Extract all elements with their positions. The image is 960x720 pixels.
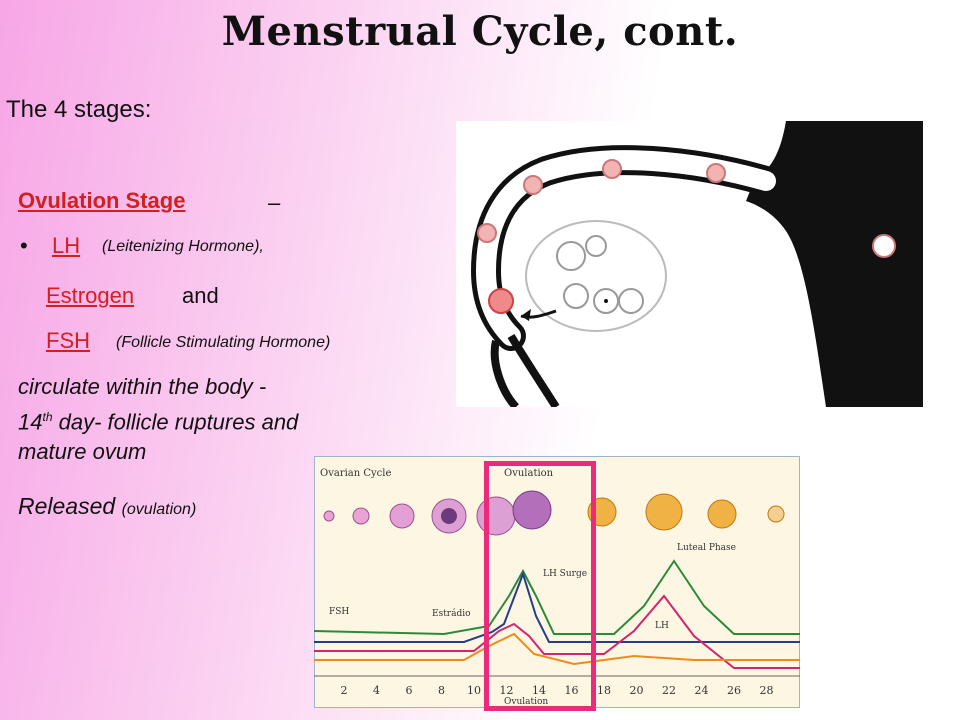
- slide-title: Menstrual Cycle, cont.: [221, 8, 739, 55]
- description-line-1: circulate within the body -: [18, 374, 267, 399]
- day-number: 14: [18, 409, 43, 435]
- chart-ovarian-cycle-label: Ovarian Cycle: [320, 468, 391, 479]
- day-label: 24: [695, 684, 709, 697]
- day-label: 18: [597, 684, 611, 697]
- day-label: 2: [341, 684, 348, 697]
- day-label: 16: [565, 684, 579, 697]
- hormone-fsh: FSH: [46, 328, 90, 353]
- released-line: Released (ovulation): [18, 493, 196, 520]
- ovulation-stage-heading: Ovulation Stage: [18, 188, 186, 213]
- hormone-fsh-description: (Follicle Stimulating Hormone): [116, 334, 331, 351]
- stages-heading: The 4 stages:: [6, 96, 152, 123]
- chart-ovulation-label: Ovulation: [504, 468, 554, 479]
- description-line-2: 14th day- follicle ruptures and: [18, 402, 438, 437]
- released-note: (ovulation): [121, 501, 197, 518]
- chart-estradiol-label: Estrádio: [432, 608, 471, 619]
- chart-ovulation-bottom-label: Ovulation: [504, 697, 548, 707]
- ovarian-cycle-chart: Ovarian Cycle Ovulation LH Surge Luteal …: [314, 456, 800, 708]
- day-label: 8: [438, 684, 445, 697]
- hormone-lh-description: (Leitenizing Hormone),: [102, 238, 264, 255]
- chart-luteal-phase-label: Luteal Phase: [677, 543, 736, 553]
- hormone-lh: LH: [52, 233, 81, 258]
- and-text: and: [182, 283, 219, 308]
- hormone-estrogen: Estrogen: [46, 283, 135, 308]
- day-label: 22: [662, 684, 676, 697]
- day-label: 12: [500, 684, 514, 697]
- day-suffix: th: [42, 410, 53, 424]
- description-line-3: mature ovum: [18, 439, 147, 465]
- day-label: 20: [630, 684, 644, 697]
- chart-lh-label: LH: [655, 621, 669, 631]
- bullet-dot: •: [20, 233, 28, 258]
- day-label: 4: [373, 684, 380, 697]
- chart-fsh-label: FSH: [329, 607, 349, 617]
- day-label: 26: [727, 684, 741, 697]
- day-label: 14: [532, 684, 546, 697]
- heading-dash: –: [268, 190, 281, 215]
- description-line-2-rest: day- follicle ruptures and: [52, 409, 299, 435]
- day-label: 10: [467, 684, 481, 697]
- day-label: 28: [760, 684, 774, 697]
- ovulation-description: circulate within the body - 14th day- fo…: [18, 372, 438, 467]
- chart-lh-surge-label: LH Surge: [543, 569, 587, 579]
- ovulation-highlight-frame: [484, 461, 596, 711]
- day-label: 6: [406, 684, 413, 697]
- released-word: Released: [18, 493, 116, 519]
- reproductive-system-illustration: [456, 121, 923, 407]
